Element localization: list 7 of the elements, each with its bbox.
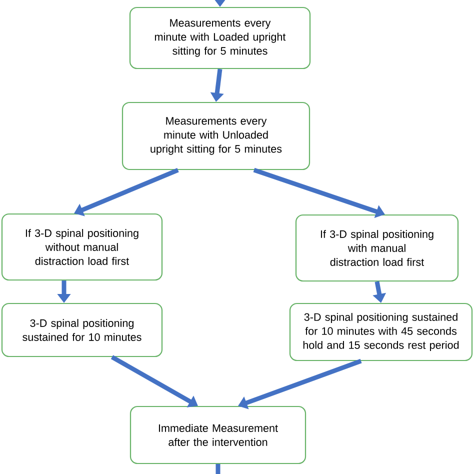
process-box: 3-D spinal positioning sustained for 10 minutes: [1, 302, 163, 358]
process-box: If 3-D spinal positioning with manual distraction load first: [295, 214, 459, 282]
process-box: Immediate Measurement after the intervention: [130, 406, 306, 464]
process-box: 3-D spinal positioning sustained for 10 minutes with 45 seconds hold and 15 seconds rest period: [289, 302, 473, 362]
process-box: Measurements every minute with Unloaded upright sitting for 5 minutes: [122, 102, 310, 170]
process-box: Measurements every minute with Loaded upright sitting for 5 minutes: [129, 6, 311, 70]
process-box: If 3-D spinal positioning without manual distraction load first: [1, 213, 163, 281]
